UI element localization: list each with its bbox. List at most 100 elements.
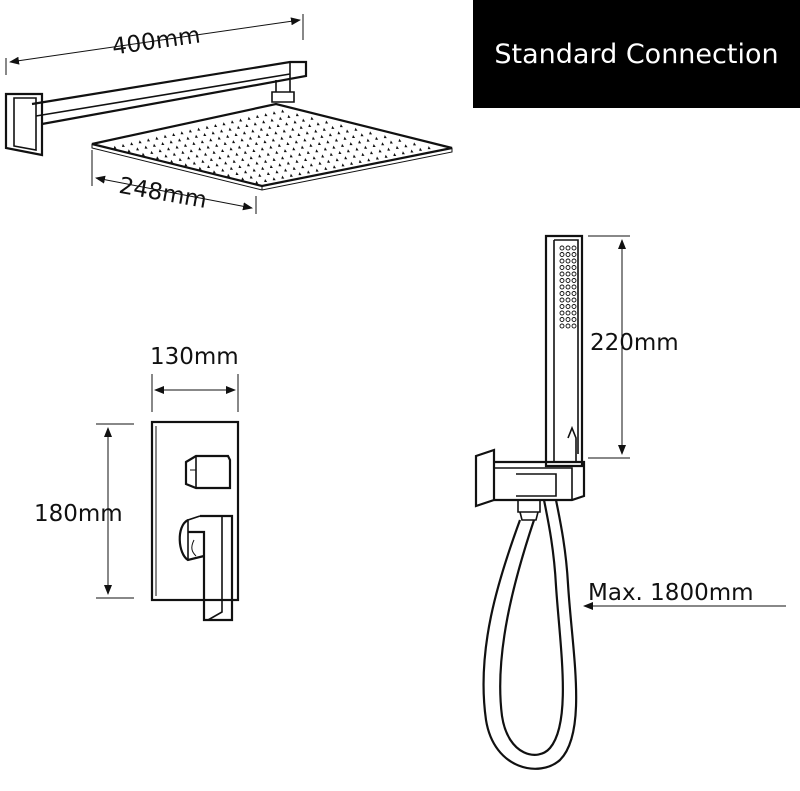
nozzle xyxy=(198,166,202,170)
nozzle xyxy=(150,150,154,154)
handset-nozzle xyxy=(571,258,577,264)
nozzle xyxy=(349,142,353,146)
nozzle xyxy=(264,179,268,182)
shower-arm xyxy=(31,60,308,126)
nozzle xyxy=(206,145,210,149)
handset-length-label: 220mm xyxy=(590,330,679,356)
nozzle xyxy=(245,124,249,127)
nozzle xyxy=(215,163,219,167)
nozzle xyxy=(235,172,239,175)
nozzle xyxy=(173,152,176,156)
nozzle xyxy=(375,136,379,140)
handset-nozzle xyxy=(571,284,577,290)
nozzle xyxy=(197,127,201,131)
nozzle xyxy=(305,131,309,135)
nozzle xyxy=(280,136,284,140)
nozzle xyxy=(312,156,316,160)
nozzle xyxy=(230,166,233,170)
nozzle xyxy=(158,149,162,153)
nozzle xyxy=(282,129,286,133)
nozzle xyxy=(267,172,270,175)
rain-shower-head xyxy=(91,102,453,191)
handset-nozzle xyxy=(559,304,565,309)
nozzle xyxy=(324,166,328,170)
nozzle xyxy=(243,131,247,135)
nozzle xyxy=(263,140,267,144)
nozzle xyxy=(144,145,148,149)
nozzle xyxy=(220,129,224,133)
nozzle xyxy=(344,156,348,160)
nozzle xyxy=(241,157,245,161)
nozzle xyxy=(224,161,228,165)
nozzle xyxy=(169,140,173,144)
nozzle xyxy=(352,154,356,158)
handset-nozzle xyxy=(571,245,577,251)
nozzle xyxy=(223,141,227,145)
nozzle xyxy=(310,116,314,120)
handset-nozzles xyxy=(559,245,577,329)
mixer-lever xyxy=(178,514,234,622)
handset-nozzle xyxy=(559,323,565,329)
nozzle xyxy=(315,168,319,172)
nozzle xyxy=(238,145,242,149)
nozzle-grid xyxy=(113,109,431,184)
nozzle xyxy=(255,161,259,165)
nozzle xyxy=(192,141,196,145)
nozzle xyxy=(266,133,269,136)
nozzle xyxy=(246,143,250,147)
nozzle xyxy=(180,131,184,135)
nozzle xyxy=(387,147,391,151)
handset-nozzle xyxy=(565,310,571,316)
nozzle xyxy=(211,131,215,135)
nozzle xyxy=(239,118,243,122)
nozzle xyxy=(252,168,256,172)
nozzle xyxy=(207,165,211,168)
handset-nozzle xyxy=(565,265,571,270)
nozzle xyxy=(347,149,350,153)
nozzle xyxy=(222,122,226,126)
nozzle xyxy=(354,127,358,131)
nozzle xyxy=(264,113,268,117)
nozzle xyxy=(358,159,362,163)
nozzle xyxy=(189,149,193,153)
nozzle xyxy=(163,134,167,138)
nozzle xyxy=(301,165,305,169)
nozzle xyxy=(329,152,333,156)
nozzle xyxy=(127,149,131,153)
handset-nozzle xyxy=(559,310,565,316)
nozzle xyxy=(315,149,319,153)
nozzle xyxy=(295,113,299,117)
handset-nozzle xyxy=(565,323,571,329)
nozzle xyxy=(175,145,179,149)
nozzle xyxy=(291,127,295,131)
nozzle xyxy=(366,138,370,142)
wall-holder xyxy=(474,448,586,521)
head-width-label: 248mm xyxy=(117,173,209,214)
nozzle xyxy=(398,138,402,142)
cover-plate xyxy=(150,420,240,602)
nozzle xyxy=(381,142,385,146)
nozzle xyxy=(310,163,313,167)
nozzle xyxy=(241,177,245,181)
nozzle xyxy=(419,147,423,151)
nozzle xyxy=(335,138,339,142)
arm-length-label: 400mm xyxy=(111,22,202,60)
nozzle xyxy=(251,129,255,133)
nozzle xyxy=(309,143,313,147)
diverter-knob xyxy=(184,454,232,490)
nozzle xyxy=(201,159,205,163)
nozzle xyxy=(186,136,190,140)
nozzle xyxy=(370,151,374,155)
hose-length-dimension: Max. 1800mm xyxy=(583,580,786,610)
nozzle xyxy=(337,131,341,135)
nozzle xyxy=(322,127,326,131)
nozzle xyxy=(232,159,236,163)
title-text: Standard Connection xyxy=(494,38,779,70)
nozzle xyxy=(279,116,283,120)
nozzle xyxy=(255,141,259,145)
nozzle xyxy=(255,180,259,184)
nozzle xyxy=(332,145,336,149)
nozzle xyxy=(260,127,263,131)
nozzle xyxy=(198,147,202,151)
